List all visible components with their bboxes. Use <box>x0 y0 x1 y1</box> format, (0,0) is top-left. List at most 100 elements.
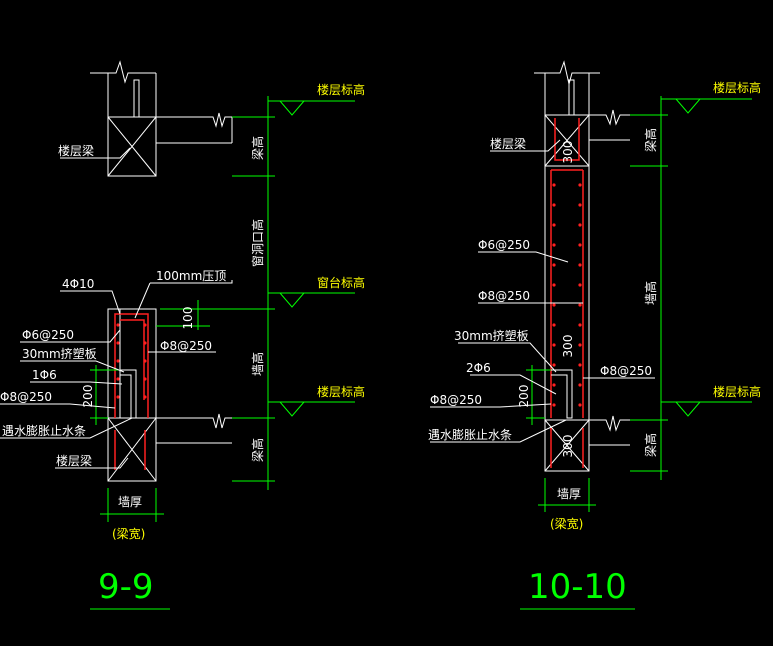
leader-waterstop <box>0 417 133 439</box>
leader-1010-phi6 <box>478 251 569 263</box>
label-1010-phi8-250-mid: Φ8@250 <box>478 289 530 303</box>
rebar-dot <box>116 377 120 381</box>
rebar-dot <box>578 403 582 407</box>
rebar-dot <box>552 323 556 327</box>
label-phi6-250: Φ6@250 <box>22 328 74 342</box>
rebar-dot <box>578 383 582 387</box>
label-1010-2phi6: 2Φ6 <box>466 361 491 375</box>
rebar-dot <box>578 323 582 327</box>
rebar-dot <box>552 203 556 207</box>
rebar-dot <box>578 203 582 207</box>
beam-bottom-1010-cross-b <box>544 419 590 472</box>
rebar-dot <box>552 283 556 287</box>
rebar-dot <box>552 303 556 307</box>
label-30mm-board: 30mm挤塑板 <box>22 346 97 361</box>
label-floor-beam-top: 楼层梁 <box>58 143 94 158</box>
dim-200: 200 <box>81 385 95 408</box>
dim-1010-300-top: 300 <box>561 141 575 164</box>
label-1010-phi6-250: Φ6@250 <box>478 238 530 252</box>
dim-wall-height: 墙高 <box>250 352 265 376</box>
section-10-10 <box>430 60 752 610</box>
xps-board-1010 <box>551 369 573 419</box>
slab-top <box>156 112 232 128</box>
section-title-9-9: 9-9 <box>98 567 154 607</box>
rebar-dot <box>552 363 556 367</box>
dim-window-opening: 窗洞口高 <box>250 219 265 267</box>
label-phi8-250-left: Φ8@250 <box>0 390 52 404</box>
label-1phi6: 1Φ6 <box>32 368 57 382</box>
leader-100mm-b <box>134 282 151 319</box>
level-1010-top-mark <box>675 98 701 114</box>
dim-1010-300-bottom: 300 <box>561 435 575 458</box>
dim-1010-wall-height: 墙高 <box>643 281 658 305</box>
dim-beam-height-bottom: 梁高 <box>250 438 265 462</box>
label-phi8-250-right: Φ8@250 <box>160 339 212 353</box>
xps-board-l <box>120 369 137 419</box>
break-line-top-1010 <box>534 60 600 85</box>
leader-1phi6 <box>30 381 123 385</box>
label-floor-level-bottom: 楼层标高 <box>317 384 365 399</box>
dim-beam-height-top: 梁高 <box>250 136 265 160</box>
label-floor-level-top: 楼层标高 <box>317 82 365 97</box>
rebar-dot <box>578 363 582 367</box>
floor-beam-top-box <box>107 116 157 177</box>
thin-board-top-1010 <box>568 79 575 116</box>
level-mark-top <box>279 100 305 116</box>
label-1010-phi8-250-left: Φ8@250 <box>430 393 482 407</box>
labels-9-9: 楼层标高 窗台标高 楼层标高 梁高 窗洞口高 墙高 梁高 100 200 楼层梁… <box>0 82 365 607</box>
beam-cross-b <box>107 116 157 177</box>
rebar-dot <box>143 359 147 363</box>
label-beam-width: (梁宽) <box>112 526 145 541</box>
rebar-dot <box>143 323 147 327</box>
rebar-dot <box>116 395 120 399</box>
rebar-dot <box>552 343 556 347</box>
section-title-10-10: 10-10 <box>528 567 627 607</box>
level-1010-bottom-mark <box>675 401 701 417</box>
rebar-dot <box>578 243 582 247</box>
leader-beam-bottom <box>55 457 129 469</box>
label-4phi10: 4Φ10 <box>62 277 94 291</box>
leader-1010-phi8-left <box>430 403 552 408</box>
label-1010-floor-level-bottom: 楼层标高 <box>713 384 761 399</box>
rebar-dot <box>552 223 556 227</box>
dim-100: 100 <box>181 307 195 330</box>
dim-1010-beam-top: 梁高 <box>643 128 658 152</box>
label-1010-waterstop: 遇水膨胀止水条 <box>428 428 512 442</box>
label-floor-beam-bottom: 楼层梁 <box>56 453 92 468</box>
labels-10-10: 楼层标高 楼层标高 梁高 墙高 梁高 300 300 300 200 楼层梁 Φ… <box>428 80 761 607</box>
label-1010-30mm-board: 30mm挤塑板 <box>454 328 529 343</box>
leader-1010-waterstop <box>430 419 567 443</box>
leader-phi8-left <box>0 403 116 409</box>
rebar-dot <box>552 383 556 387</box>
leader-beam-top <box>60 147 131 159</box>
slab-lower-top <box>156 413 232 429</box>
rebar-dot <box>578 183 582 187</box>
break-line-top <box>90 60 156 84</box>
rebar-dot <box>116 341 120 345</box>
leader-100mm <box>150 280 233 284</box>
label-1010-beam-width: (梁宽) <box>550 516 583 531</box>
rebar-dot <box>143 395 147 399</box>
label-1010-floor-beam: 楼层梁 <box>490 136 526 151</box>
rebar-dot <box>578 283 582 287</box>
label-1010-phi8-250-right: Φ8@250 <box>600 364 652 378</box>
leader-1010-30mm <box>458 342 557 373</box>
rebar-dot <box>578 343 582 347</box>
label-100mm-plate: 100mm压顶 <box>156 269 226 283</box>
rebar-dot <box>578 263 582 267</box>
leader-30mm <box>20 360 125 373</box>
slab-1010-lower-top <box>589 415 630 432</box>
leader-1010-beam <box>490 139 561 152</box>
label-wall-thickness: 墙厚 <box>118 495 142 509</box>
level-mark-sill <box>279 292 305 308</box>
rebar-dot <box>116 323 120 327</box>
rebar-dot <box>143 341 147 345</box>
rebar-dot <box>578 223 582 227</box>
label-1010-floor-level-top: 楼层标高 <box>713 80 761 95</box>
beam-bottom-cross-b <box>107 417 157 482</box>
slab-1010-top <box>589 109 630 126</box>
leader-4phi10 <box>60 290 121 315</box>
beam-1010-cross-b <box>544 114 590 167</box>
